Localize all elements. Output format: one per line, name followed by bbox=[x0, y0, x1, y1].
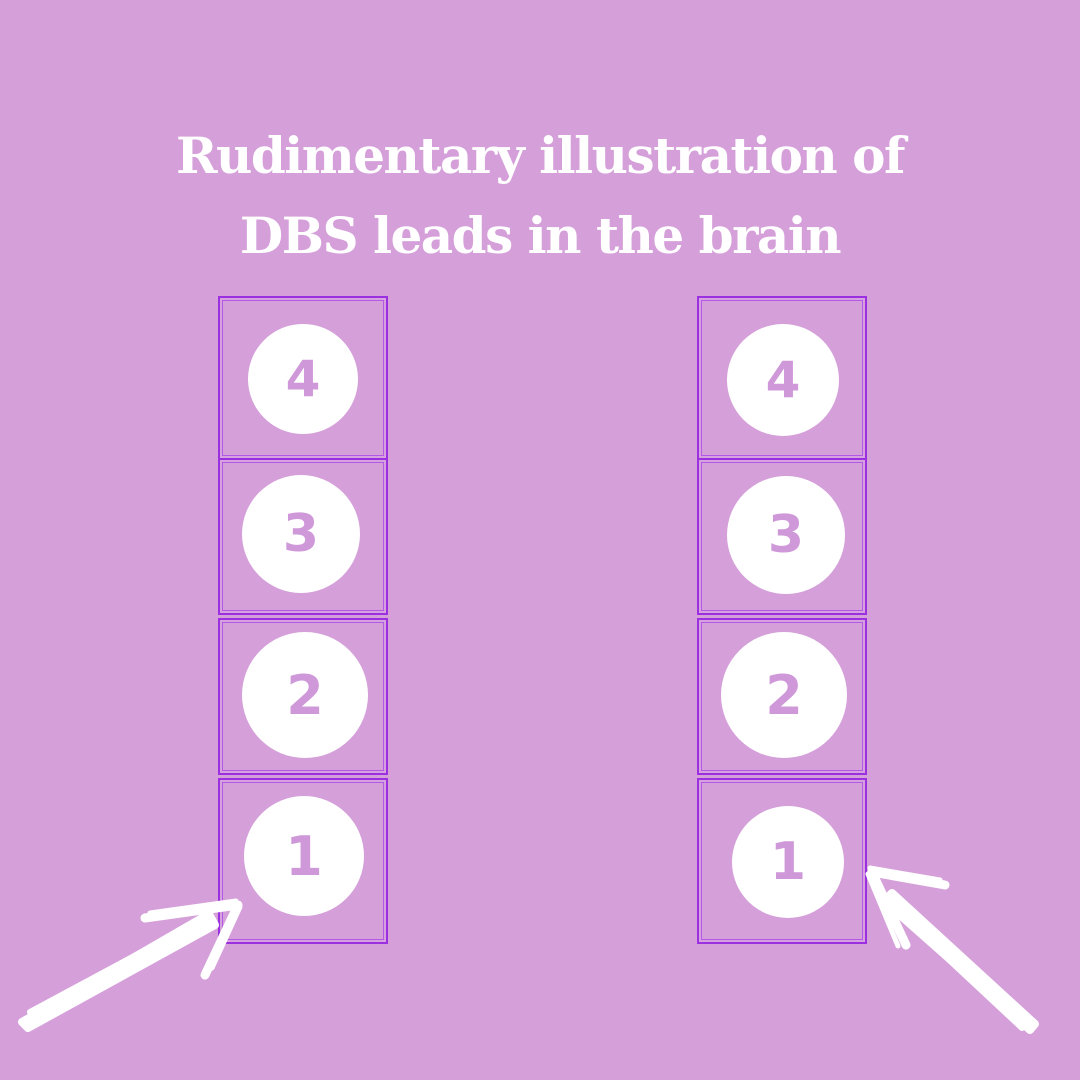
left-arrow-icon bbox=[18, 898, 243, 1032]
lead-left-contact-1: 1 bbox=[218, 778, 388, 944]
lead-right-contact-1: 1 bbox=[697, 778, 867, 944]
lead-right-contact-4: 4 bbox=[697, 296, 867, 460]
contact-number-circle: 3 bbox=[242, 475, 360, 593]
title-line-1: Rudimentary illustration of bbox=[175, 125, 906, 185]
lead-left: 4 3 2 1 bbox=[218, 296, 388, 944]
contact-number-circle: 2 bbox=[721, 632, 847, 758]
lead-left-contact-4: 4 bbox=[218, 296, 388, 460]
contact-number-circle: 1 bbox=[244, 796, 364, 916]
title-line-2: DBS leads in the brain bbox=[239, 205, 842, 265]
lead-right-contact-2: 2 bbox=[697, 618, 867, 775]
lead-left-contact-2: 2 bbox=[218, 618, 388, 775]
lead-left-contact-3: 3 bbox=[218, 458, 388, 615]
contact-number-circle: 4 bbox=[727, 324, 839, 436]
lead-right: 4 3 2 1 bbox=[697, 296, 867, 944]
lead-right-contact-3: 3 bbox=[697, 458, 867, 615]
diagram-title: Rudimentary illustration of DBS leads in… bbox=[0, 116, 1080, 276]
contact-number-circle: 3 bbox=[727, 476, 845, 594]
right-arrow-icon bbox=[865, 865, 1039, 1034]
contact-number-circle: 2 bbox=[242, 632, 368, 758]
contact-number-circle: 1 bbox=[732, 806, 844, 918]
contact-number-circle: 4 bbox=[248, 324, 358, 434]
